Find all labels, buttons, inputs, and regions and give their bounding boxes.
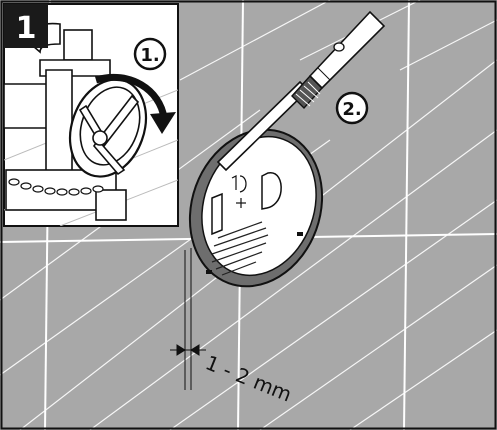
screwdriver: [216, 10, 386, 172]
gap-dimension: [170, 248, 206, 390]
rotate-arrow: [95, 73, 176, 134]
handwheel: [68, 78, 148, 178]
plate-cutout-right: [261, 172, 282, 210]
step-number: 1: [16, 11, 37, 46]
plate-cutout-left: [211, 192, 223, 236]
plate-center-mark: [236, 198, 246, 208]
step-badge: [4, 4, 48, 48]
wall-plate: [188, 128, 324, 288]
callout-1: 1.: [133, 37, 167, 71]
step-inset: 1 1.: [3, 3, 179, 227]
callout-2-label: 2.: [342, 99, 361, 120]
plate-cutout-mid: [231, 175, 247, 193]
callout-2: 2.: [335, 91, 369, 125]
plate-label-text: [211, 221, 269, 276]
callout-1-label: 1.: [140, 45, 159, 66]
flange-bolts: [8, 178, 104, 196]
